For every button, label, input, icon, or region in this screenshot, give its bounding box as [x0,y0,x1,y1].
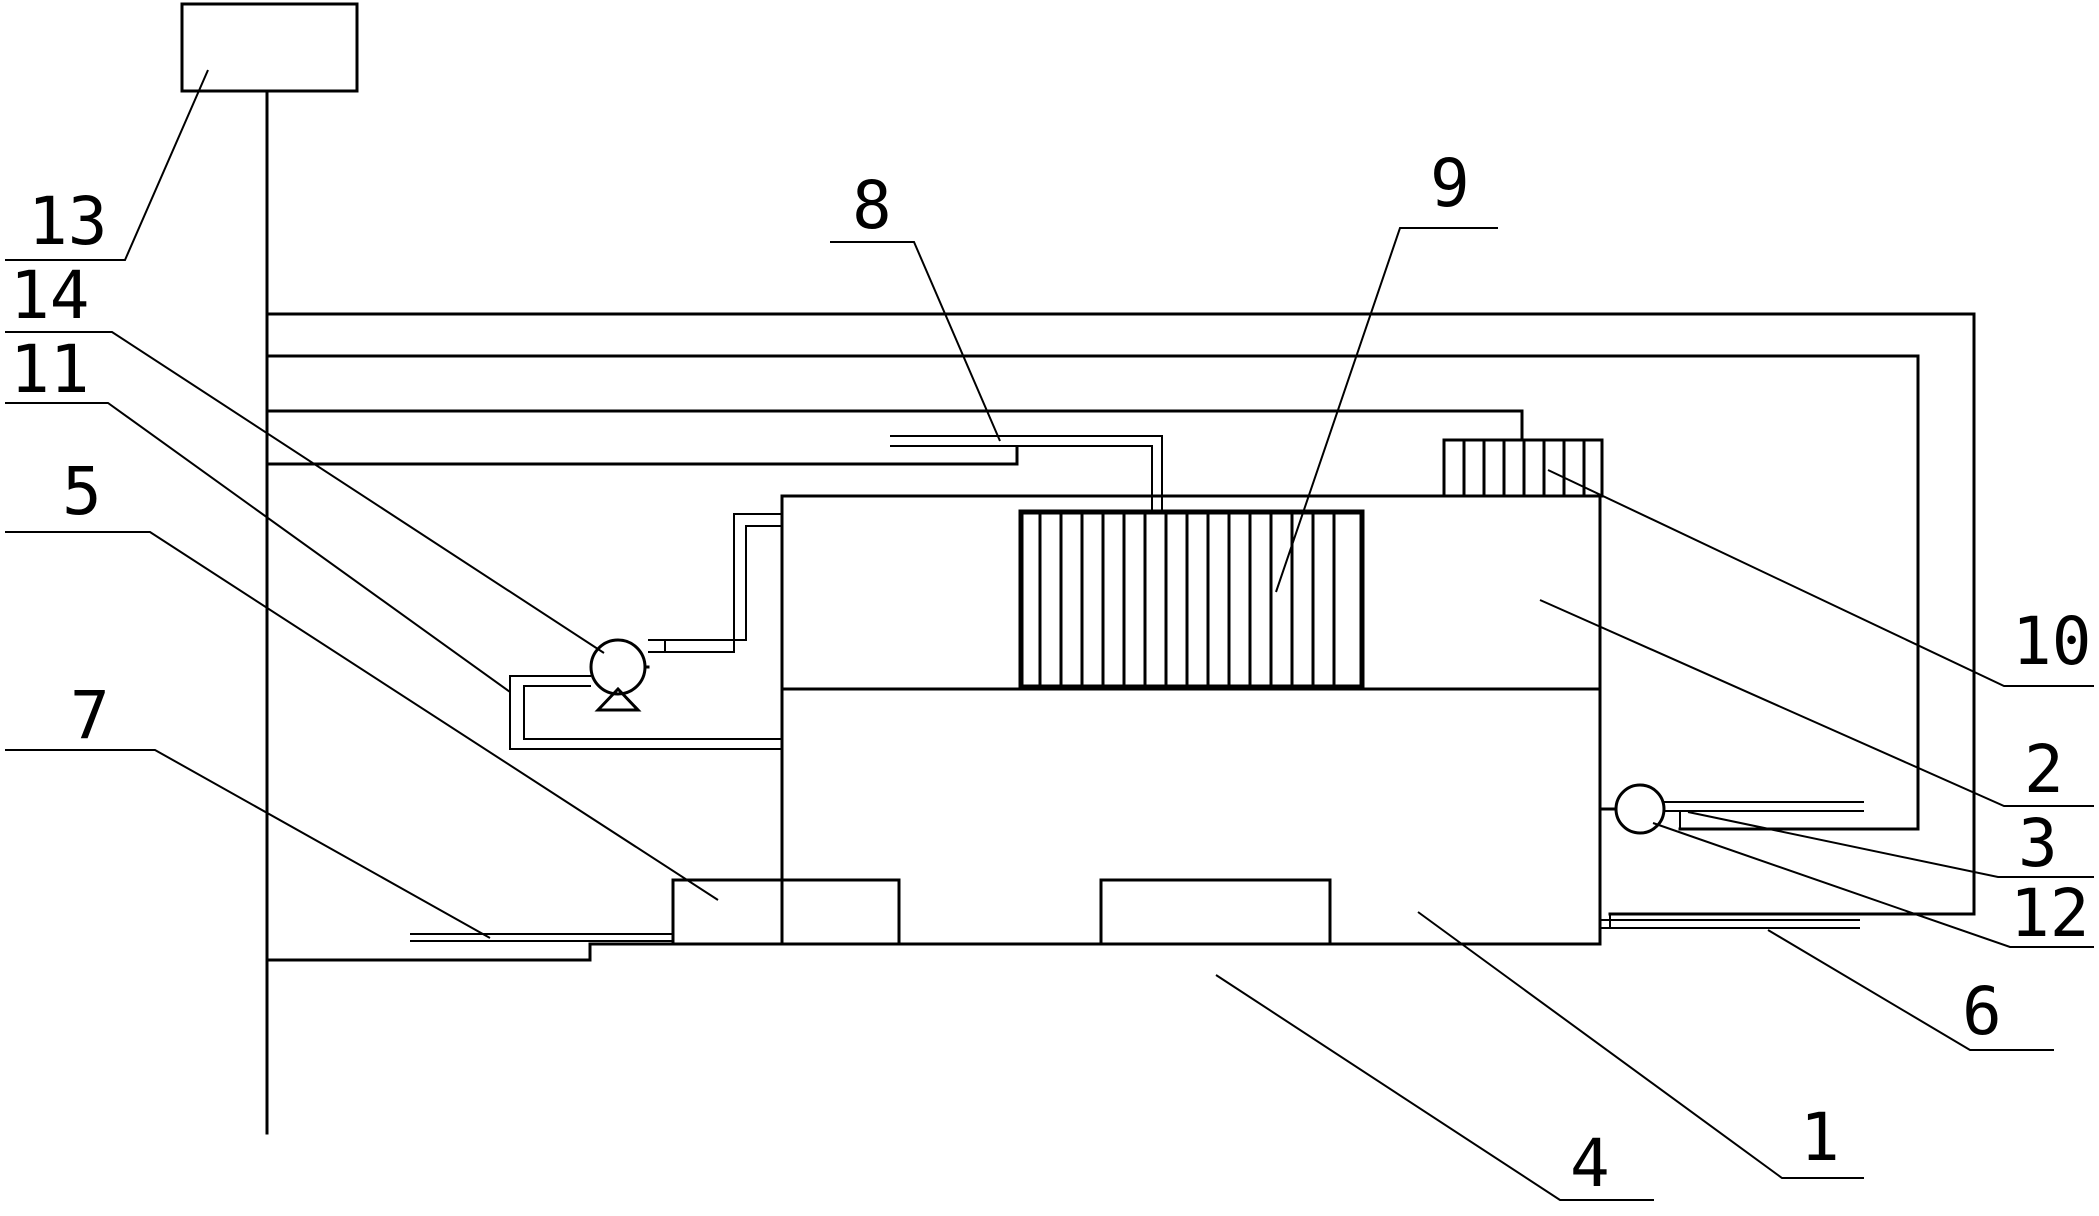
label-8: 8 [852,167,892,244]
upper-connection-lines [265,312,1976,916]
fin-block-10 [1442,438,1604,498]
heat-exchanger-9 [1018,509,1365,690]
label-10: 10 [2012,603,2091,680]
label-14: 14 [10,257,89,334]
inlet-pipe-8 [890,435,1163,510]
label-13: 13 [28,183,107,260]
part-labels: 13 14 11 5 7 8 9 10 2 3 12 6 4 1 [10,145,2091,1202]
label-9: 9 [1430,145,1470,222]
valve-12 [1598,783,1666,835]
pipe-7 [410,933,673,942]
label-12: 12 [2010,875,2089,952]
label-5: 5 [62,453,102,530]
base-line [265,942,1602,962]
label-2: 2 [2024,731,2064,808]
pump-14 [589,638,650,712]
leader-lines [5,69,2094,1201]
control-box [180,2,359,93]
pump-piping-11 [509,513,782,750]
box-4 [1099,878,1332,946]
label-1: 1 [1800,1099,1840,1176]
label-11: 11 [10,331,89,408]
label-7: 7 [70,677,110,754]
label-6: 6 [1962,973,2002,1050]
label-4: 4 [1570,1125,1610,1202]
pipe-6 [1600,914,1860,929]
box-5 [671,878,901,946]
main-tank [780,494,1602,946]
label-3: 3 [2018,805,2058,882]
pipe-3 [1664,801,1864,829]
